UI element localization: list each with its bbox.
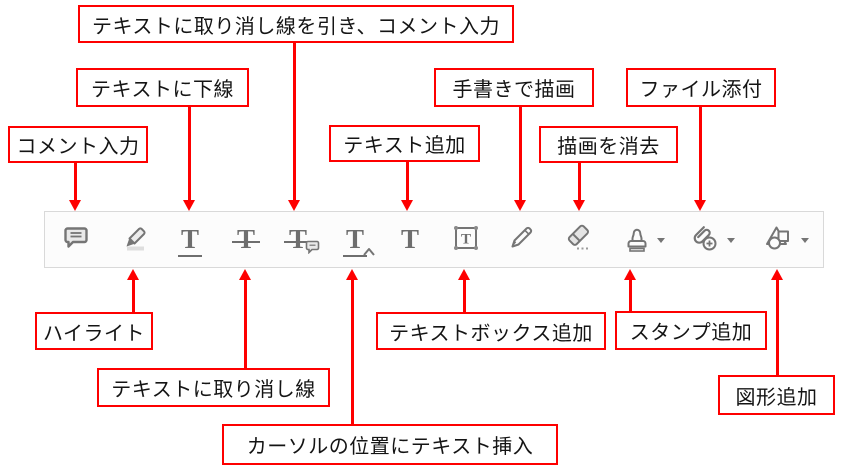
callout-highlight: ハイライト bbox=[35, 312, 153, 350]
erase-drawing-tool-button[interactable] bbox=[556, 212, 600, 267]
callout-add-shape: 図形追加 bbox=[718, 375, 835, 415]
arrow-line bbox=[775, 279, 779, 375]
underline-text-icon: T bbox=[177, 226, 202, 257]
callout-label: テキストボックス追加 bbox=[389, 320, 593, 345]
callout-draw-freehand: 手書きで描画 bbox=[434, 68, 594, 107]
callout-label: 図形追加 bbox=[735, 384, 818, 409]
callout-insert-text-at-cursor: カーソルの位置にテキスト挿入 bbox=[222, 424, 558, 465]
arrow-down-icon bbox=[693, 200, 706, 211]
arrow-line bbox=[577, 163, 581, 201]
arrow-line bbox=[405, 162, 409, 201]
add-text-box-tool-button[interactable]: T bbox=[444, 212, 488, 267]
callout-label: 描画を消去 bbox=[557, 134, 660, 158]
add-shape-tool-button[interactable] bbox=[757, 212, 815, 267]
callout-add-stamp: スタンプ追加 bbox=[615, 311, 767, 350]
underline-text-tool-button[interactable]: T bbox=[168, 212, 212, 267]
callout-label: スタンプ追加 bbox=[629, 320, 753, 344]
callout-add-text-box: テキストボックス追加 bbox=[376, 312, 606, 350]
text-box-icon: T bbox=[452, 224, 480, 256]
arrow-up-icon bbox=[770, 269, 783, 280]
arrow-line bbox=[131, 279, 135, 312]
callout-label: コメント入力 bbox=[16, 134, 140, 158]
arrow-down-icon bbox=[572, 200, 585, 211]
arrow-line bbox=[187, 107, 191, 201]
arrow-line bbox=[462, 279, 466, 312]
callout-add-text: テキスト追加 bbox=[329, 125, 480, 162]
arrow-line bbox=[73, 163, 77, 201]
callout-label: テキストに取り消し線 bbox=[111, 377, 316, 401]
arrow-line bbox=[698, 107, 702, 201]
callout-label: テキストに取り消し線を引き、コメント入力 bbox=[92, 13, 500, 38]
arrow-up-icon bbox=[238, 269, 251, 280]
callout-label: テキスト追加 bbox=[343, 133, 466, 157]
arrow-down-icon bbox=[182, 200, 195, 211]
callout-label: ファイル添付 bbox=[639, 77, 763, 101]
callout-strikethrough-text: テキストに取り消し線 bbox=[97, 368, 330, 407]
callout-attach-file: ファイル添付 bbox=[626, 68, 776, 107]
svg-text:T: T bbox=[461, 231, 471, 247]
callout-label: 手書きで描画 bbox=[452, 77, 576, 101]
callout-comment: コメント入力 bbox=[8, 126, 148, 163]
arrow-line bbox=[628, 279, 632, 311]
highlight-tool-button[interactable] bbox=[112, 212, 156, 267]
callout-erase-drawing: 描画を消去 bbox=[539, 126, 678, 163]
arrow-line bbox=[292, 43, 296, 201]
dropdown-caret-icon bbox=[800, 238, 809, 243]
caret-up-icon bbox=[362, 241, 376, 260]
callout-label: テキストに下線 bbox=[91, 77, 234, 101]
arrow-up-icon bbox=[623, 269, 636, 280]
mini-comment-icon bbox=[305, 239, 320, 258]
add-text-tool-button[interactable]: T bbox=[388, 212, 432, 267]
arrow-up-icon bbox=[345, 269, 358, 280]
arrow-down-icon bbox=[287, 200, 300, 211]
paperclip-plus-icon bbox=[688, 224, 720, 256]
arrow-up-icon bbox=[457, 269, 470, 280]
highlighter-icon bbox=[118, 224, 150, 256]
strikethrough-comment-icon: T bbox=[283, 226, 320, 255]
strikethrough-text-tool-button[interactable]: T bbox=[224, 212, 268, 267]
arrow-down-icon bbox=[513, 200, 526, 211]
arrow-up-icon bbox=[126, 269, 139, 280]
callout-label: ハイライト bbox=[42, 320, 146, 345]
callout-strikethrough-comment: テキストに取り消し線を引き、コメント入力 bbox=[78, 5, 514, 43]
draw-freehand-tool-button[interactable] bbox=[499, 212, 543, 267]
eraser-icon bbox=[563, 224, 593, 256]
dropdown-caret-icon bbox=[726, 238, 735, 243]
insert-text-at-cursor-tool-button[interactable]: T bbox=[337, 212, 381, 267]
arrow-line bbox=[243, 279, 247, 368]
callout-underline-text: テキストに下線 bbox=[76, 68, 249, 107]
dropdown-caret-icon bbox=[656, 238, 665, 243]
arrow-line bbox=[518, 107, 522, 201]
callout-label: カーソルの位置にテキスト挿入 bbox=[246, 434, 534, 458]
comment-tool-button[interactable] bbox=[54, 212, 98, 267]
annotation-toolbar: T T T bbox=[44, 211, 824, 268]
text-icon: T bbox=[400, 224, 419, 254]
arrow-down-icon bbox=[400, 200, 413, 211]
shapes-icon bbox=[764, 225, 794, 255]
stamp-icon bbox=[624, 224, 650, 256]
attach-file-tool-button[interactable] bbox=[681, 212, 741, 267]
arrow-line bbox=[350, 279, 354, 424]
strikethrough-text-icon: T bbox=[231, 226, 260, 253]
pencil-icon bbox=[507, 224, 535, 256]
strikethrough-comment-tool-button[interactable]: T bbox=[281, 212, 325, 267]
insert-text-caret-icon: T bbox=[342, 226, 375, 257]
arrow-down-icon bbox=[68, 200, 81, 211]
add-stamp-tool-button[interactable] bbox=[615, 212, 673, 267]
comment-icon bbox=[62, 225, 90, 255]
